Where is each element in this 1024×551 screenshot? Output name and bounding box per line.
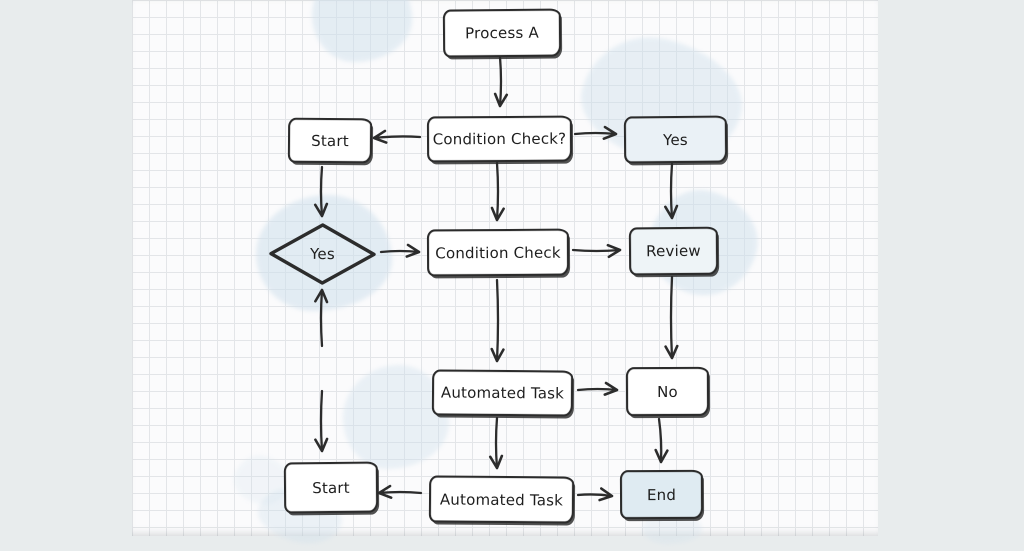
node-label-yes-diamond: Yes (310, 244, 335, 264)
node-label-automated-task-2: Automated Task (439, 490, 564, 509)
node-label-yes-top: Yes (663, 130, 688, 149)
flow-node-review: Review (628, 226, 719, 276)
flow-node-condition-check-q: Condition Check? (426, 115, 573, 163)
flow-edge-review-to-no (664, 275, 679, 360)
flow-node-condition-check: Condition Check (426, 228, 570, 277)
flow-edge-condition-check-q-to-start-top (372, 129, 422, 144)
flow-edge-condition-check-to-review (571, 243, 622, 259)
flow-edge-automated-task-1-to-automated-task-2 (488, 416, 504, 470)
flow-edge-automated-task-1-to-no (576, 381, 619, 396)
node-label-end: End (646, 485, 677, 504)
node-label-automated-task-1: Automated Task (440, 383, 565, 403)
flow-edge-automated-task-2-to-start-bottom (377, 484, 423, 499)
flow-edge-condition-check-to-automated-task-1 (490, 278, 505, 363)
watercolor-splash (312, 0, 412, 62)
node-label-start-bottom: Start (312, 478, 350, 497)
flow-node-start-top: Start (287, 117, 373, 164)
watercolor-splash (343, 365, 449, 469)
node-label-no: No (657, 382, 678, 401)
flow-node-no: No (625, 366, 710, 417)
flow-edge-condition-check-q-to-condition-check (490, 161, 505, 222)
flow-edge-branch-to-start-bottom (314, 389, 329, 453)
node-label-condition-check-q: Condition Check? (432, 129, 567, 149)
node-label-process-a: Process A (465, 23, 539, 43)
node-label-start-top: Start (311, 131, 349, 150)
node-label-review: Review (646, 241, 701, 261)
flow-edge-no-to-end (654, 417, 669, 464)
flow-node-automated-task-2: Automated Task (428, 475, 575, 524)
flow-edge-process-a-to-condition-check-q (493, 55, 509, 108)
flow-node-automated-task-1: Automated Task (431, 369, 574, 417)
flow-node-process-a: Process A (442, 8, 562, 58)
flow-edge-automated-task-2-to-end (576, 487, 614, 502)
diamond-shape (269, 223, 376, 285)
flow-node-end: End (619, 469, 704, 520)
flow-node-yes-diamond: Yes (269, 223, 376, 286)
node-label-condition-check: Condition Check (435, 243, 561, 262)
flow-node-start-bottom: Start (283, 461, 379, 514)
flow-node-yes-top: Yes (623, 115, 728, 164)
